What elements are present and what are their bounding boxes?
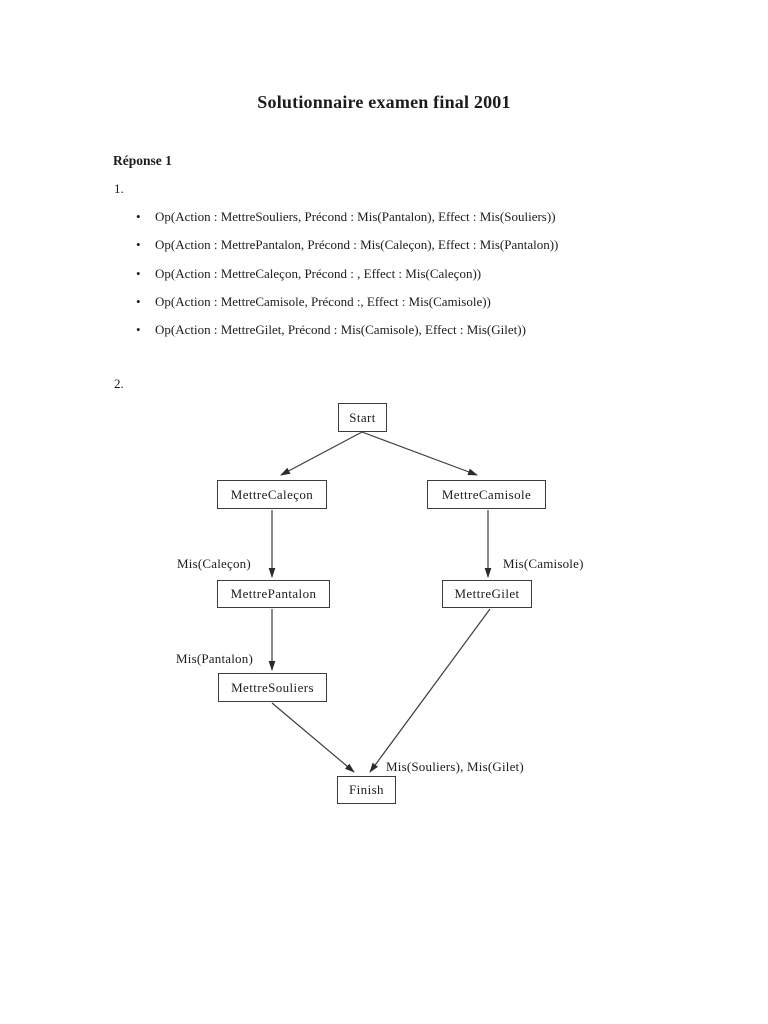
edge-souliers-finish [271, 702, 355, 773]
bullet-icon: • [136, 265, 141, 281]
operator-item: • Op(Action : MettreCamisole, Précond :, … [136, 288, 558, 316]
operator-item: • Op(Action : MettrePantalon, Précond : M… [136, 231, 559, 259]
node-mettre-calecon: MettreCaleçon [217, 480, 327, 509]
operator-text: Op(Action : MettreCaleçon, Précond : , E… [155, 265, 482, 281]
node-mettre-gilet: MettreGilet [442, 580, 532, 608]
list-number-2: 2. [114, 376, 124, 391]
edge-label-mis-calecon: Mis(Caleçon) [177, 556, 251, 571]
operator-list: • Op(Action : MettreSouliers, Précond : M… [136, 203, 559, 344]
edge-label-mis-camisole: Mis(Camisole) [503, 556, 584, 571]
node-finish: Finish [337, 776, 396, 804]
node-mettre-camisole: MettreCamisole [427, 480, 546, 509]
edge-start-calecon [280, 431, 363, 476]
operator-item: • Op(Action : MettreCaleçon, Précond : , … [136, 260, 558, 288]
page-title: Solutionnaire examen final 2001 [257, 92, 511, 112]
bullet-icon: • [136, 209, 141, 224]
node-mettre-pantalon: MettrePantalon [217, 580, 330, 608]
edge-label-mis-souliers-gilet: Mis(Souliers), Mis(Gilet) [386, 759, 524, 774]
bullet-icon: • [136, 293, 141, 309]
operator-text: Op(Action : MettreCamisole, Précond :, E… [155, 293, 491, 309]
edge-start-camisole [361, 431, 478, 476]
bullet-icon: • [136, 237, 141, 253]
operator-text: Op(Action : MettrePantalon, Précond : Mi… [155, 237, 559, 253]
operator-text: Op(Action : MettreGilet, Précond : Mis(C… [155, 322, 526, 338]
edge-gilet-finish [369, 608, 491, 773]
node-start: Start [338, 403, 387, 432]
section-heading: Réponse 1 [113, 153, 172, 168]
operator-item: • Op(Action : MettreSouliers, Précond : M… [136, 203, 558, 231]
bullet-icon: • [136, 322, 141, 338]
operator-item: • Op(Action : MettreGilet, Précond : Mis(… [136, 316, 558, 344]
operator-text: Op(Action : MettreSouliers, Précond : Mi… [155, 209, 556, 224]
node-mettre-souliers: MettreSouliers [218, 673, 327, 702]
edge-label-mis-pantalon: Mis(Pantalon) [176, 651, 253, 666]
list-number-1: 1. [114, 181, 124, 196]
